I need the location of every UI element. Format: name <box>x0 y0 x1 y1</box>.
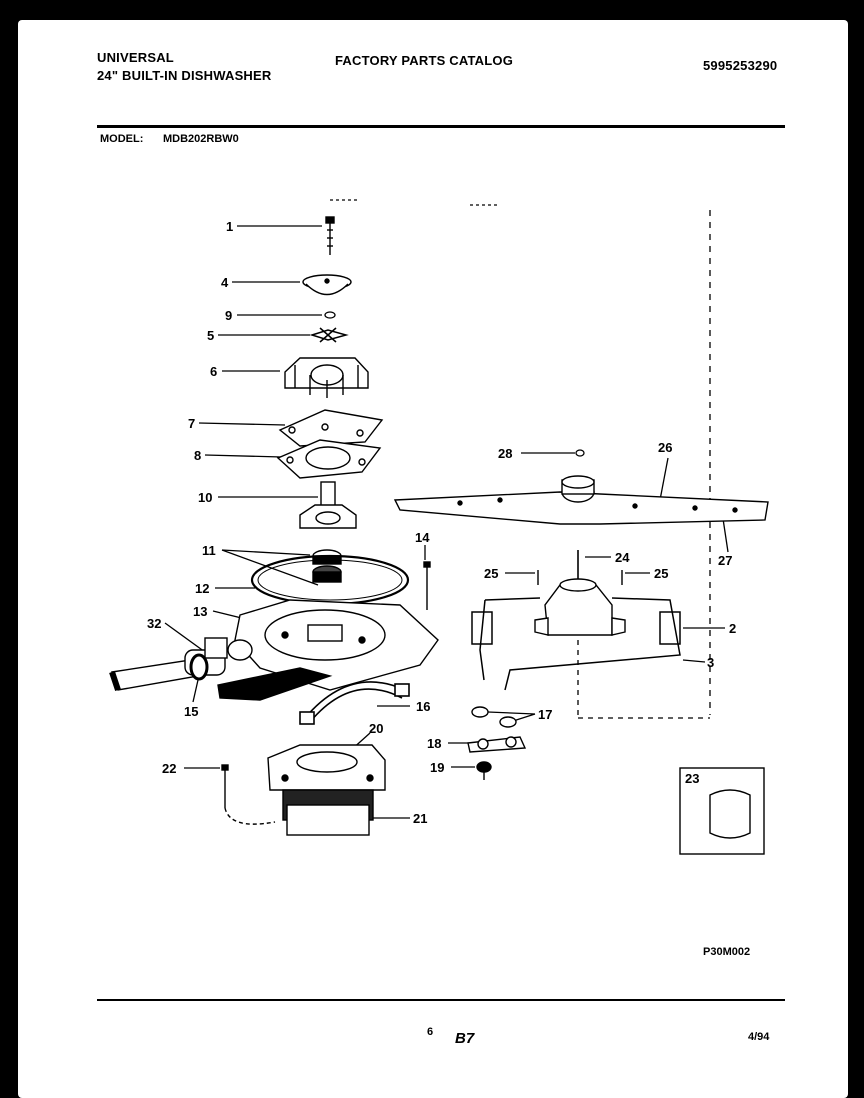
callout-20: 20 <box>369 721 384 736</box>
pump-housing-part-13 <box>217 599 439 701</box>
callout-25-left: 25 <box>484 566 499 581</box>
callout-13: 13 <box>193 604 208 619</box>
oring-part-9 <box>324 311 336 319</box>
leader-line-32 <box>164 622 206 653</box>
footer-rule <box>97 999 785 1001</box>
catalog-number: 5995253290 <box>703 58 778 73</box>
callout-7: 7 <box>188 416 196 431</box>
callout-23: 23 <box>685 771 700 786</box>
leader-line-15 <box>192 679 199 703</box>
hub-part-10 <box>299 481 357 529</box>
catalog-title: FACTORY PARTS CATALOG <box>335 53 514 68</box>
impeller-part-6 <box>284 357 369 398</box>
callout-22: 22 <box>162 761 177 776</box>
screw-part-22 <box>221 764 229 808</box>
callout-9: 9 <box>225 308 233 323</box>
chopper-part-5 <box>309 327 349 343</box>
leader-line-11b <box>221 549 319 586</box>
nut-part-28 <box>575 449 585 457</box>
motor-part-21 <box>224 789 374 836</box>
callout-17: 17 <box>538 707 553 722</box>
header-rule <box>97 125 785 128</box>
callout-8: 8 <box>194 448 202 463</box>
callout-32: 32 <box>147 616 162 631</box>
leader-line-26 <box>659 457 669 501</box>
seal-part-11 <box>312 549 342 583</box>
product-title: 24" BUILT-IN DISHWASHER <box>97 68 272 83</box>
callout-16: 16 <box>416 699 431 714</box>
callout-25-right: 25 <box>654 566 669 581</box>
page-number: 6 <box>427 1026 434 1038</box>
leader-line-8 <box>204 454 283 458</box>
callout-10: 10 <box>198 490 213 505</box>
washer-bracket-part-18 <box>467 706 527 780</box>
leader-line-11a <box>221 549 311 556</box>
callout-18: 18 <box>427 736 442 751</box>
model-value: MDB202RBW0 <box>163 133 239 145</box>
callout-15: 15 <box>184 704 199 719</box>
callout-5: 5 <box>207 328 215 343</box>
callout-2: 2 <box>729 621 737 636</box>
callout-6: 6 <box>210 364 218 379</box>
cap-part-4 <box>302 274 352 296</box>
callout-21: 21 <box>413 811 428 826</box>
callout-1: 1 <box>226 219 234 234</box>
callout-4: 4 <box>221 275 229 290</box>
leader-line-7 <box>198 422 286 426</box>
callout-26: 26 <box>658 440 673 455</box>
catalog-date: 4/94 <box>748 1031 770 1043</box>
screw-part-14 <box>423 561 431 610</box>
leader-line-3 <box>682 659 706 663</box>
gasket-part-8 <box>276 439 382 479</box>
spray-hub-center <box>534 578 626 636</box>
bracket-part-2 <box>471 597 681 691</box>
callout-24: 24 <box>615 550 630 565</box>
model-label: MODEL: <box>100 133 144 145</box>
callout-28: 28 <box>498 446 513 461</box>
inlet-hose-part-32 <box>109 637 253 691</box>
screws-part-25 <box>537 570 623 585</box>
callout-27: 27 <box>718 553 733 568</box>
callout-12: 12 <box>195 581 210 596</box>
inset-box-part-23 <box>679 767 765 855</box>
motor-mount-part-20 <box>267 744 386 791</box>
figure-code: P30M002 <box>703 946 751 958</box>
callout-19: 19 <box>430 760 445 775</box>
page-mark: B7 <box>455 1030 475 1047</box>
brand-title: UNIVERSAL <box>97 50 174 65</box>
callout-14: 14 <box>415 530 430 545</box>
spray-arm-part-26 <box>393 475 769 525</box>
strap-part-16 <box>299 681 410 725</box>
callout-11: 11 <box>202 543 216 558</box>
bolt-part-1 <box>325 216 335 255</box>
callout-3: 3 <box>707 655 715 670</box>
leader-line-17a <box>487 711 536 715</box>
plate-part-7 <box>278 409 384 447</box>
